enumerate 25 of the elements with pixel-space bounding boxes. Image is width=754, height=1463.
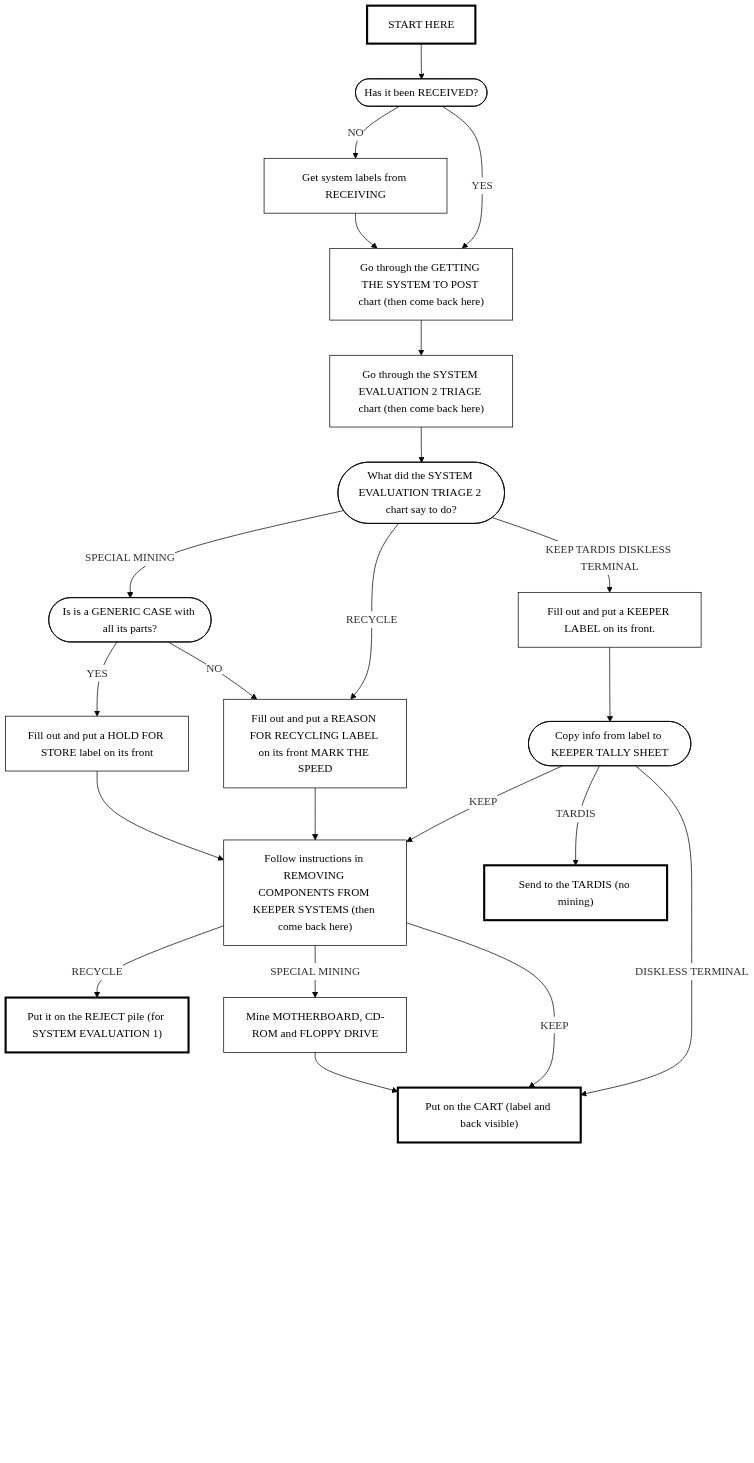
edge-label: TARDIS: [555, 807, 596, 820]
node-box: Fill out and put a HOLD FOR STORE label on its front: [5, 715, 189, 772]
edge-label: RECYCLE: [71, 965, 123, 978]
node-box: Put it on the REJECT pile (for SYSTEM EVALUATION 1): [4, 996, 190, 1054]
node-box: Mine MOTHERBOARD, CD-ROM and FLOPPY DRIVE: [223, 997, 407, 1053]
edge-label: NO: [206, 662, 223, 675]
edge-label: RECYCLE: [346, 613, 398, 626]
node-box: Send to the TARDIS (no mining): [483, 864, 669, 922]
edge-label: SPECIAL MINING: [84, 551, 175, 564]
edge-label: KEEP: [469, 795, 498, 808]
edge-label: NO: [347, 125, 364, 138]
node-box: START HERE: [366, 4, 477, 45]
edge-label: YES: [471, 179, 493, 192]
edge-label: SPECIAL MINING: [270, 965, 361, 978]
node-box: Get system labels from RECEIVING: [263, 157, 448, 214]
edge-label: KEEP TARDIS DISKLESS TERMINAL: [545, 543, 671, 572]
node-box: Fill out and put a REASON FOR RECYCLING LABEL on its front MARK THE SPEED: [223, 698, 407, 789]
node-box: Follow instructions in REMOVING COMPONENTS FROM KEEPER SYSTEMS (then come back here): [223, 839, 407, 946]
node-box: Put on the CART (label and back visible): [396, 1086, 582, 1144]
edge-label: KEEP: [540, 1018, 569, 1031]
edge-label: YES: [86, 666, 108, 679]
edge-label: DISKLESS TERMINAL: [635, 965, 749, 978]
node-box: Go through the GETTING THE SYSTEM TO POST chart (then come back here): [329, 248, 514, 321]
node-box: Go through the SYSTEM EVALUATION 2 TRIAGE chart (then come back here): [329, 354, 514, 428]
node-box: Fill out and put a KEEPER LABEL on its front.: [517, 592, 702, 648]
